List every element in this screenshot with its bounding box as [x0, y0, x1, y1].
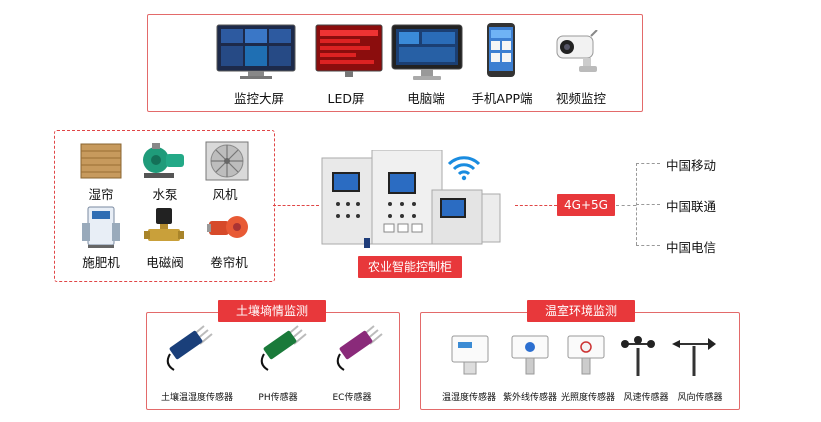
security-camera-icon	[553, 30, 603, 78]
fertilizer-machine-icon	[80, 205, 122, 249]
carrier-china-mobile: 中国移动	[666, 158, 717, 173]
ec-sensor-icon	[330, 324, 386, 372]
top-item-app-label: 手机APP端	[471, 91, 533, 106]
connector-network-carriers	[616, 205, 636, 206]
actuator-fan-label: 风机	[212, 187, 238, 202]
wet-curtain-icon	[80, 143, 122, 179]
greenhouse-sensor-illuminance-label: 光照度传感器	[560, 393, 615, 403]
smartphone-icon	[486, 22, 516, 78]
wifi-icon	[447, 155, 481, 181]
top-item-camera-label: 视频监控	[555, 91, 606, 106]
soil-temp-humidity-sensor-icon	[160, 324, 216, 372]
actuator-solenoid-label: 电磁阀	[146, 255, 184, 270]
controller-label: 农业智能控制柜	[358, 256, 462, 278]
wind-direction-sensor-icon	[672, 334, 716, 378]
desktop-monitor-icon	[391, 24, 463, 82]
wind-speed-sensor-icon	[620, 334, 656, 378]
soil-sensor-ec-label: EC传感器	[332, 393, 372, 403]
solenoid-valve-icon	[144, 207, 184, 247]
monitor-wall-icon	[216, 24, 296, 80]
top-item-pc-label: 电脑端	[407, 91, 445, 106]
greenhouse-sensor-wind-speed-label: 风速传感器	[623, 393, 669, 403]
connector-controller-network	[515, 205, 557, 206]
carrier-china-telecom: 中国电信	[666, 240, 717, 255]
soil-sensor-temp-humidity-label: 土壤温湿度传感器	[160, 393, 233, 403]
soil-sensor-ph-label: PH传感器	[258, 393, 298, 403]
uv-sensor-icon	[510, 332, 550, 376]
water-pump-icon	[140, 142, 186, 180]
greenhouse-sensor-wind-direction-label: 风向传感器	[677, 393, 723, 403]
network-label: 4G+5G	[557, 194, 615, 216]
illuminance-sensor-icon	[566, 332, 606, 376]
control-cabinet-icon	[320, 150, 502, 250]
ph-sensor-icon	[254, 324, 310, 372]
actuators-box	[54, 130, 275, 282]
greenhouse-monitoring-title: 温室环境监测	[527, 300, 635, 322]
greenhouse-sensor-temp-humidity-label: 温湿度传感器	[441, 393, 496, 403]
temp-humidity-sensor-icon	[450, 334, 490, 376]
actuator-water-pump-label: 水泵	[152, 187, 178, 202]
top-item-monitor-wall-label: 监控大屏	[233, 91, 284, 106]
led-screen-icon	[315, 24, 383, 80]
top-item-led-label: LED屏	[327, 91, 365, 106]
greenhouse-sensor-uv-label: 紫外线传感器	[502, 393, 557, 403]
carrier-china-unicom: 中国联通	[666, 199, 717, 214]
actuator-fertilizer-label: 施肥机	[82, 255, 120, 270]
connector-actuators-controller	[273, 205, 319, 206]
soil-monitoring-title: 土壤墒情监测	[218, 300, 326, 322]
actuator-wet-curtain-label: 湿帘	[88, 187, 114, 202]
actuator-curtain-roller-label: 卷帘机	[210, 255, 248, 270]
curtain-roller-icon	[207, 207, 251, 247]
exhaust-fan-icon	[205, 141, 249, 181]
